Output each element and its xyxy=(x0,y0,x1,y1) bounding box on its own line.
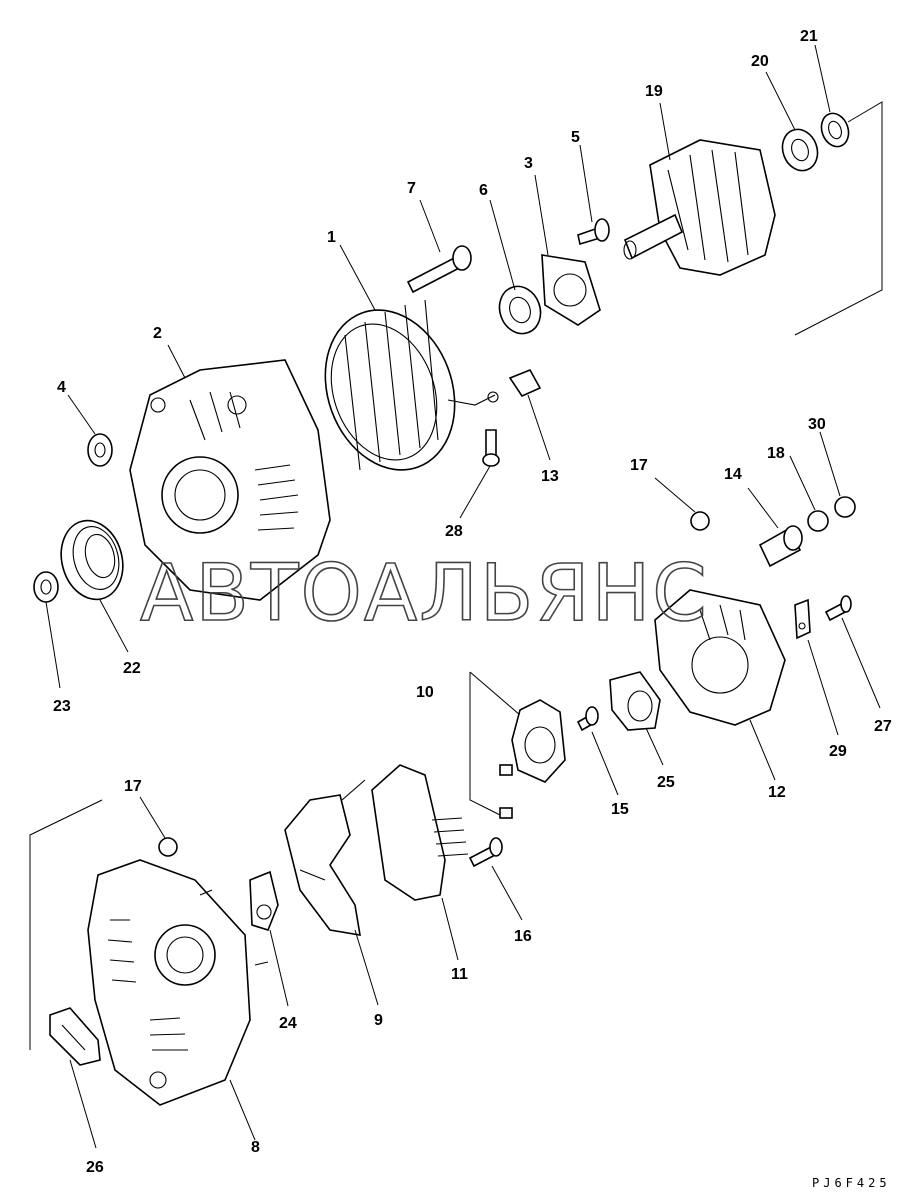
leader-lines xyxy=(45,44,881,1149)
part-nut-18 xyxy=(807,510,829,532)
part-bearing-plate xyxy=(541,254,601,326)
part-pulley-nut xyxy=(33,571,59,603)
callout-11: 11 xyxy=(451,966,468,983)
part-rectifier xyxy=(371,764,469,901)
part-screw-16 xyxy=(468,837,503,868)
callout-21: 21 xyxy=(800,28,818,45)
callout-2: 2 xyxy=(153,325,162,342)
callout-3: 3 xyxy=(524,155,533,172)
part-rear-housing xyxy=(87,859,269,1106)
callout-24: 24 xyxy=(279,1015,297,1032)
part-terminal-13 xyxy=(508,368,542,398)
part-washer-4 xyxy=(87,433,113,467)
callout-4: 4 xyxy=(57,379,66,396)
callout-6: 6 xyxy=(479,182,488,199)
callout-12: 12 xyxy=(768,784,786,801)
callout-1: 1 xyxy=(327,229,336,246)
part-bolt-28 xyxy=(482,429,500,467)
callout-22: 22 xyxy=(123,660,141,677)
part-rotor xyxy=(623,139,776,276)
part-brush-holder xyxy=(499,699,566,819)
part-stud-7 xyxy=(406,245,472,294)
part-bearing-20 xyxy=(781,128,819,172)
callout-14: 14 xyxy=(724,466,742,483)
part-front-housing xyxy=(129,359,331,601)
part-pulley xyxy=(60,519,124,601)
callout-26: 26 xyxy=(86,1159,104,1176)
callout-10: 10 xyxy=(416,684,434,701)
callout-labels: 1 2 3 4 5 6 7 8 9 10 11 12 13 14 15 16 1… xyxy=(53,28,892,1176)
callout-17-upper: 17 xyxy=(630,457,648,474)
callout-8: 8 xyxy=(251,1139,260,1156)
callout-20: 20 xyxy=(751,53,769,70)
part-terminal-29 xyxy=(794,598,811,640)
part-brush-plate xyxy=(284,779,366,936)
part-nut-17-lower xyxy=(158,837,178,857)
callout-17-lower: 17 xyxy=(124,778,142,795)
callout-25: 25 xyxy=(657,774,675,791)
callout-19: 19 xyxy=(645,83,663,100)
part-insulator-25 xyxy=(609,671,661,731)
callout-28: 28 xyxy=(445,523,463,540)
part-collar-21 xyxy=(820,112,850,148)
callout-9: 9 xyxy=(374,1012,383,1029)
callout-23: 23 xyxy=(53,698,71,715)
part-screw-27 xyxy=(824,595,852,622)
callout-27: 27 xyxy=(874,718,892,735)
watermark-text: АВТОАЛЬЯНС xyxy=(140,549,709,639)
part-screw-15 xyxy=(576,706,599,732)
callout-5: 5 xyxy=(571,129,580,146)
part-bearing-6 xyxy=(498,285,542,335)
callout-16: 16 xyxy=(514,928,532,945)
callout-15: 15 xyxy=(611,801,629,818)
callout-7: 7 xyxy=(407,180,416,197)
part-rear-cover xyxy=(654,589,786,726)
callout-18: 18 xyxy=(767,445,785,462)
callout-29: 29 xyxy=(829,743,847,760)
part-seal-24 xyxy=(249,870,279,931)
frame-lines xyxy=(29,101,883,1050)
part-bushing-14 xyxy=(758,525,803,568)
drawing-code: PJ6F425 xyxy=(812,1176,891,1190)
part-gasket-26 xyxy=(49,1007,101,1066)
callout-30: 30 xyxy=(808,416,826,433)
part-nut-17-upper xyxy=(690,511,710,531)
part-screw-5 xyxy=(577,218,610,246)
part-stator xyxy=(324,299,499,471)
part-nut-30 xyxy=(834,496,856,518)
callout-13: 13 xyxy=(541,468,559,485)
